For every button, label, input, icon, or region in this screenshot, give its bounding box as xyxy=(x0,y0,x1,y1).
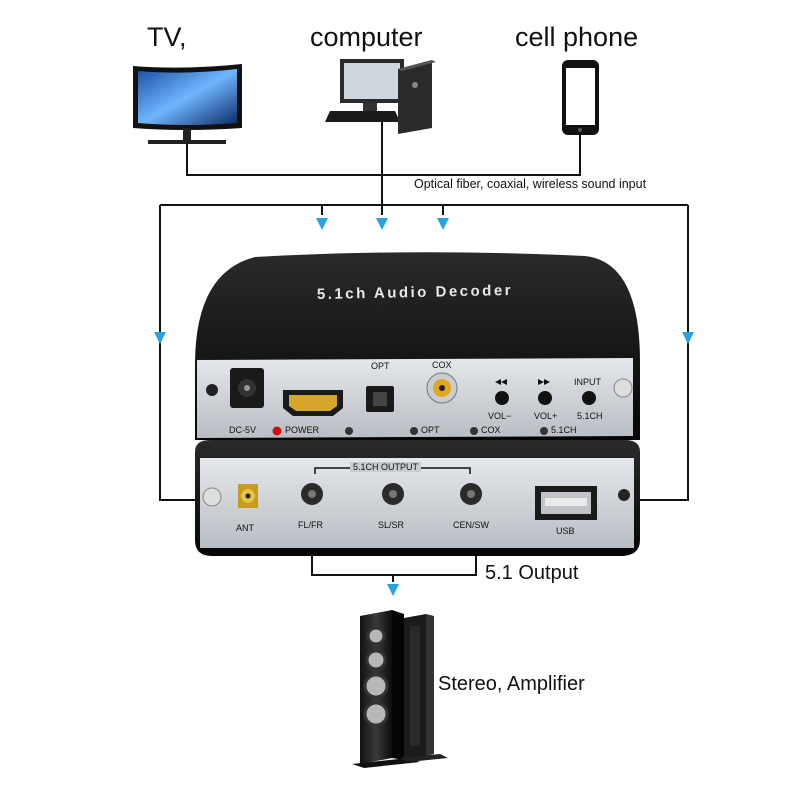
slsr-label: SL/SR xyxy=(378,520,405,530)
output-wiring xyxy=(311,556,477,582)
opt-label: OPT xyxy=(371,361,390,371)
decoder-top-unit xyxy=(195,252,640,440)
cox-label: COX xyxy=(432,360,452,370)
cell-phone-icon xyxy=(562,60,599,135)
input-caption: Optical fiber, coaxial, wireless sound i… xyxy=(414,177,647,191)
vol-up-label: VOL+ xyxy=(534,411,558,421)
censw-label: CEN/SW xyxy=(453,520,489,530)
input-sub-label: 5.1CH xyxy=(577,411,603,421)
output-group-label: 5.1CH OUTPUT xyxy=(350,462,422,472)
opt-indicator-label: OPT xyxy=(421,425,440,435)
computer-icon xyxy=(325,59,436,134)
input-label: INPUT xyxy=(574,377,601,387)
ant-label: ANT xyxy=(236,523,254,533)
input-arrows xyxy=(154,218,694,344)
tv-label: TV, xyxy=(147,22,187,52)
speaker-caption: Stereo, Amplifier xyxy=(438,673,585,695)
output-caption: 5.1 Output xyxy=(485,562,579,584)
cox-indicator-label: COX xyxy=(481,425,501,435)
usb-label: USB xyxy=(556,526,575,536)
flfr-label: FL/FR xyxy=(298,520,324,530)
tv-icon xyxy=(133,64,242,144)
input-wiring xyxy=(159,122,689,501)
decoder-bottom-unit xyxy=(195,440,640,556)
computer-label: computer xyxy=(310,22,423,52)
ch51-indicator-label: 5.1CH xyxy=(551,425,577,435)
bottom-panel-ports xyxy=(202,467,630,520)
dc-label: DC-5V xyxy=(229,425,257,435)
output-arrow xyxy=(387,584,399,596)
vol-down-label: VOL− xyxy=(488,411,512,421)
speaker-icon xyxy=(352,610,448,768)
cell-phone-label: cell phone xyxy=(515,22,639,52)
power-label: POWER xyxy=(285,425,320,435)
top-panel-ports xyxy=(206,368,633,436)
